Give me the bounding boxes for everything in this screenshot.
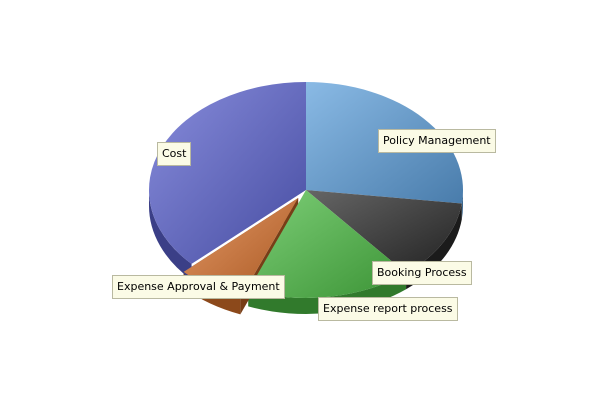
slice-expense-report-process [248, 190, 407, 298]
slice-label-expense-approval-payment: Expense Approval & Payment [112, 275, 285, 299]
slice-expense-approval-payment [183, 197, 299, 299]
slice-label-booking-process: Booking Process [372, 261, 472, 285]
slice-side-policy-management [461, 190, 464, 220]
slice-label-cost: Cost [157, 142, 192, 166]
slice-booking-process [306, 190, 462, 274]
slice-label-policy-management: Policy Management [378, 129, 496, 153]
slice-label-expense-report-process: Expense report process [318, 297, 458, 321]
slice-cost [148, 82, 306, 264]
pie-tops [148, 82, 463, 299]
slice-side-cost [149, 190, 192, 280]
